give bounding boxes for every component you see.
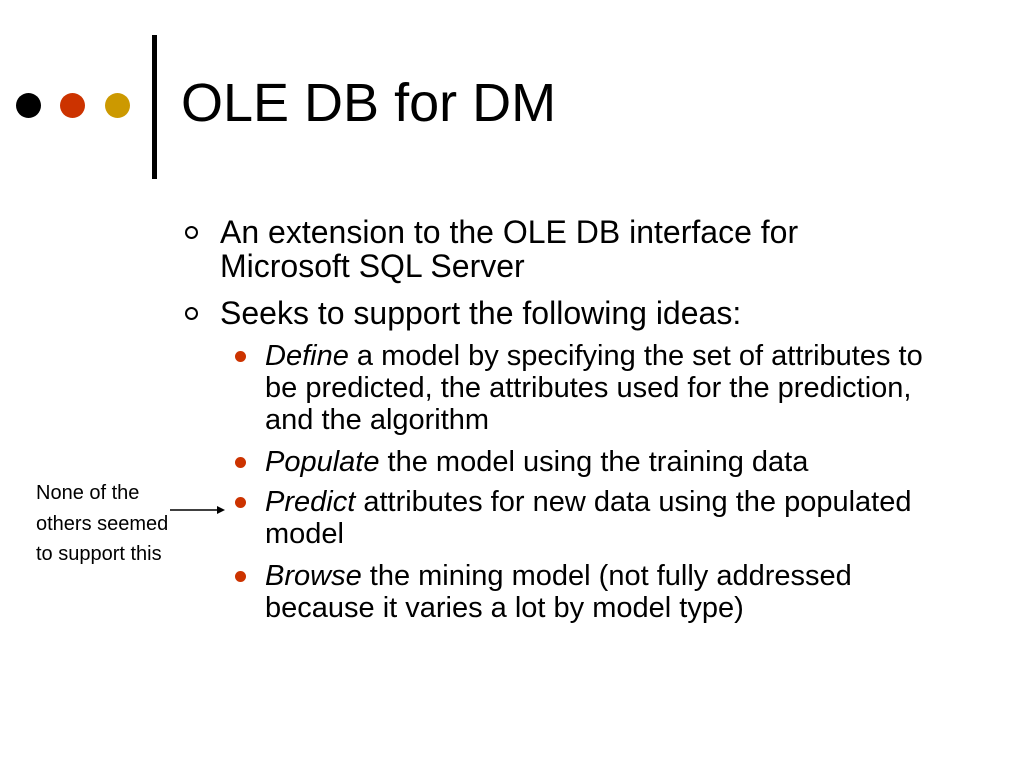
bullet-text: Seeks to support the following ideas:	[220, 295, 742, 331]
round-bullet-icon	[235, 497, 246, 508]
round-bullet-icon	[235, 571, 246, 582]
red-dot-icon	[60, 93, 85, 118]
sub-bullet-predict: Predict attributes for new data using th…	[235, 486, 955, 550]
bullet-seeks: Seeks to support the following ideas:	[185, 295, 920, 331]
circle-bullet-icon	[185, 226, 198, 239]
sub-bullet-text: attributes for new data using the popula…	[265, 486, 912, 550]
sub-bullet-define: Define a model by specifying the set of …	[235, 340, 955, 436]
bullet-extension: An extension to the OLE DB interface for…	[185, 214, 920, 284]
gold-dot-icon	[105, 93, 130, 118]
keyword-populate: Populate	[265, 446, 380, 478]
round-bullet-icon	[235, 351, 246, 362]
sub-bullet-text: the model using the training data	[379, 446, 809, 478]
keyword-browse: Browse	[265, 560, 362, 592]
title-divider	[152, 35, 157, 179]
sub-bullet-populate: Populate the model using the training da…	[235, 446, 955, 478]
keyword-predict: Predict	[265, 486, 356, 518]
bullet-text: An extension to the OLE DB interface for…	[220, 214, 799, 284]
sub-bullet-text: a model by specifying the set of attribu…	[265, 340, 923, 436]
sub-bullet-text: the mining model (not fully addressed be…	[265, 560, 852, 624]
side-annotation: None of the others seemed to support thi…	[36, 482, 169, 565]
black-dot-icon	[16, 93, 41, 118]
slide-title: OLE DB for DM	[181, 73, 557, 133]
round-bullet-icon	[235, 457, 246, 468]
circle-bullet-icon	[185, 307, 198, 320]
sub-bullet-browse: Browse the mining model (not fully addre…	[235, 560, 955, 624]
keyword-define: Define	[265, 340, 349, 372]
arrow-right-icon	[170, 506, 225, 514]
decorative-dots	[16, 93, 136, 119]
